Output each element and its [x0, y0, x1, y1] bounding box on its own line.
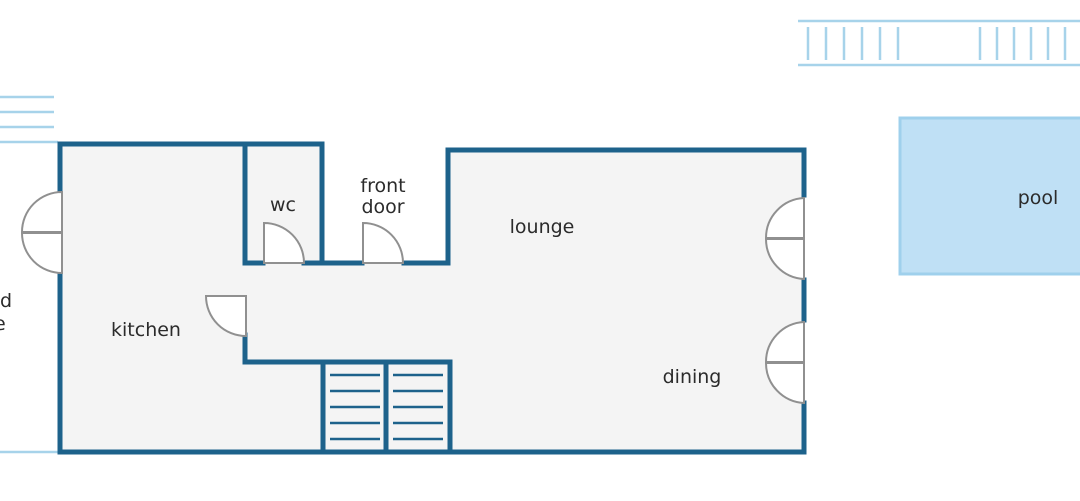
- pool: [898, 116, 1080, 276]
- kitchen-external-door: [20, 190, 63, 275]
- label-left-partial-line1: d: [0, 290, 12, 312]
- label-lounge: lounge: [510, 216, 575, 238]
- walls: [57, 141, 807, 455]
- staircase: [330, 373, 443, 441]
- label-kitchen: kitchen: [111, 319, 181, 341]
- lounge-french-door: [764, 196, 805, 281]
- label-front-door-line1: front: [360, 175, 405, 197]
- wc-door: [263, 221, 306, 264]
- label-wc: wc: [270, 194, 296, 216]
- label-dining: dining: [663, 366, 722, 388]
- label-pool: pool: [1018, 187, 1059, 209]
- deck-railing-top-right: [798, 19, 1080, 67]
- kitchen-internal-door: [204, 295, 247, 338]
- dining-french-door: [764, 320, 805, 405]
- outdoor-steps-left: [0, 95, 58, 144]
- front-door: [362, 221, 405, 264]
- label-left-partial-line2: e: [0, 313, 6, 335]
- label-front-door-line2: door: [361, 196, 404, 218]
